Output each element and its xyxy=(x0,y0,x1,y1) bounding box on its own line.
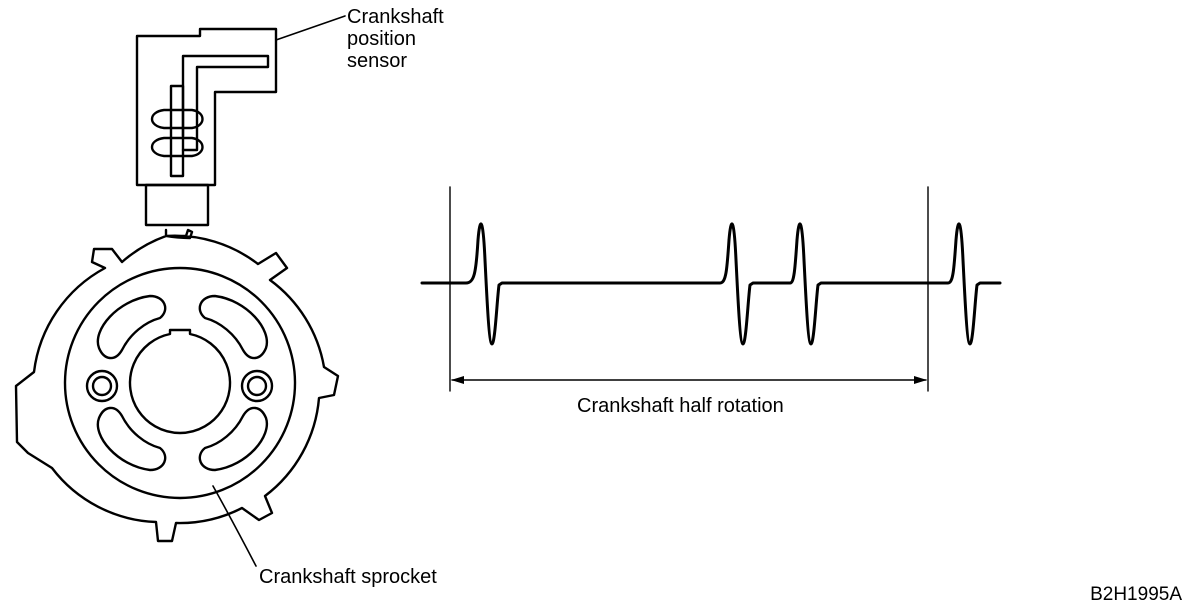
sensor-leader-line xyxy=(275,15,346,41)
arrowhead-right xyxy=(914,376,927,384)
figure-code: B2H1995A xyxy=(1090,584,1182,605)
sensor-label-line-3: sensor xyxy=(347,50,408,72)
sprocket-leader-line xyxy=(212,485,257,567)
signal-waveform xyxy=(420,222,1002,346)
sensor-label-line-1: Crankshaft xyxy=(347,6,444,28)
sensor-label: Crankshaft position sensor xyxy=(347,6,487,72)
arrowhead-left xyxy=(451,376,464,384)
sprocket-label: Crankshaft sprocket xyxy=(259,566,437,588)
sensor-label-line-2: position xyxy=(347,28,416,50)
crankshaft-sprocket xyxy=(14,228,340,543)
half-rotation-label: Crankshaft half rotation xyxy=(577,395,784,417)
crankshaft-position-sensor xyxy=(135,27,278,227)
